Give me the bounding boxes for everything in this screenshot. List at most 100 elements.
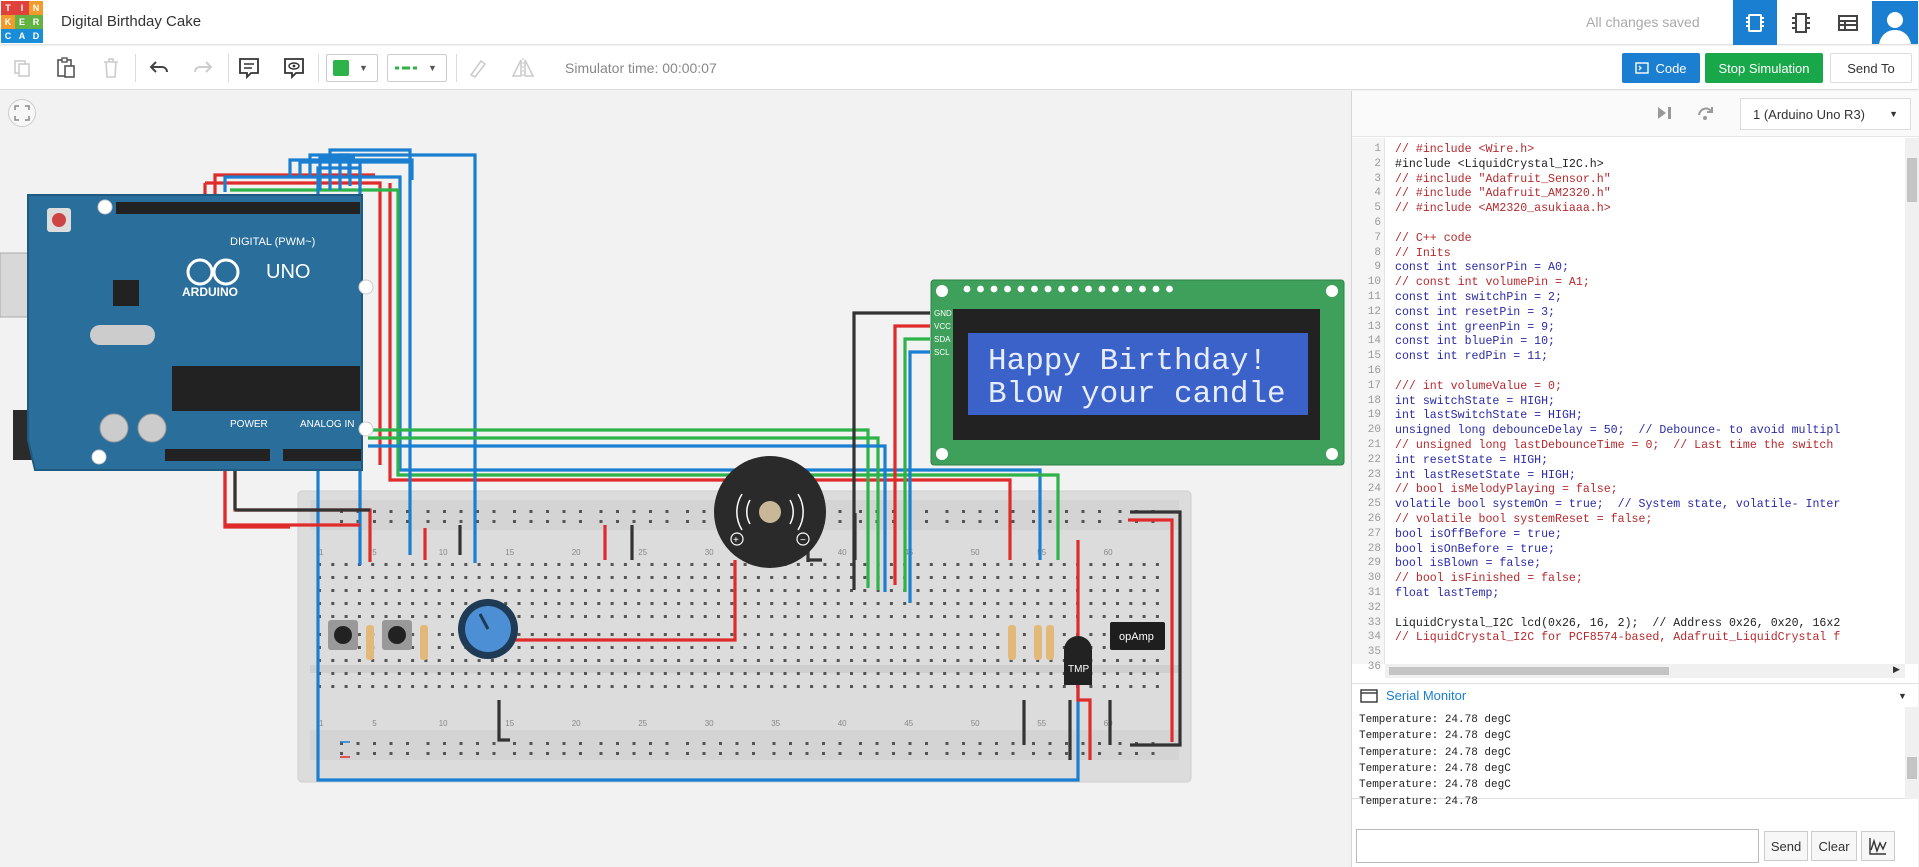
wires[interactable] bbox=[203, 148, 1182, 782]
device-select[interactable]: 1 (Arduino Uno R3) ▼ bbox=[1740, 98, 1911, 130]
piezo-buzzer[interactable]: + − bbox=[714, 456, 826, 568]
user-avatar[interactable] bbox=[1872, 1, 1918, 44]
save-status: All changes saved bbox=[1586, 14, 1700, 30]
svg-text:5: 5 bbox=[372, 548, 377, 557]
svg-text:20: 20 bbox=[572, 548, 581, 557]
line-number: 32 bbox=[1367, 601, 1381, 614]
push-button-1[interactable] bbox=[328, 620, 358, 650]
rotate-icon bbox=[469, 59, 487, 79]
line-number: 12 bbox=[1367, 305, 1381, 318]
step-over-icon bbox=[1698, 107, 1713, 120]
resistors[interactable] bbox=[366, 625, 1054, 660]
op-amp[interactable]: opAmp bbox=[1110, 622, 1165, 650]
serial-line: Temperature: 24.78 degC bbox=[1359, 730, 1511, 743]
serial-graph-button[interactable] bbox=[1861, 831, 1895, 861]
delete-button[interactable] bbox=[98, 55, 124, 81]
serial-line: Temperature: 24.78 bbox=[1359, 795, 1478, 808]
graph-icon bbox=[1869, 838, 1887, 855]
undo-button[interactable] bbox=[146, 55, 172, 81]
code-editor[interactable]: 1// #include <Wire.h>2#include <LiquidCr… bbox=[1352, 138, 1905, 673]
delete-icon bbox=[104, 58, 118, 78]
visibility-button[interactable] bbox=[281, 55, 307, 81]
code-text: bool isOffBefore = true; bbox=[1395, 527, 1562, 541]
temperature-sensor[interactable]: TMP bbox=[1064, 636, 1092, 685]
code-text: bool isOnBefore = true; bbox=[1395, 542, 1556, 556]
serial-send-button[interactable]: Send bbox=[1764, 831, 1808, 861]
serial-line: Temperature: 24.78 degC bbox=[1359, 779, 1511, 792]
svg-text:15: 15 bbox=[505, 719, 514, 728]
line-number: 24 bbox=[1367, 483, 1381, 496]
code-text: // volatile bool systemReset = false; bbox=[1395, 513, 1653, 526]
serial-scrollbar[interactable] bbox=[1905, 707, 1919, 799]
svg-text:50: 50 bbox=[971, 548, 980, 557]
line-number: 33 bbox=[1367, 616, 1381, 629]
line-number: 35 bbox=[1367, 646, 1381, 659]
code-horizontal-scrollbar[interactable]: ▶ bbox=[1385, 664, 1905, 678]
code-text: // unsigned long lastDebounceTime = 0; /… bbox=[1395, 439, 1834, 452]
logo-letter: A bbox=[15, 29, 29, 43]
code-button-label: Code bbox=[1655, 60, 1687, 76]
serial-line: Temperature: 24.78 degC bbox=[1359, 762, 1511, 775]
code-vertical-scrollbar[interactable] bbox=[1905, 138, 1919, 664]
step-button[interactable] bbox=[1654, 104, 1674, 127]
component-list-icon bbox=[1792, 12, 1810, 33]
tmp-label: TMP bbox=[1068, 664, 1089, 675]
serial-clear-button[interactable]: Clear bbox=[1811, 831, 1857, 861]
lcd-pin-label: VCC bbox=[934, 322, 951, 331]
rotate-button[interactable] bbox=[465, 55, 491, 81]
svg-text:20: 20 bbox=[572, 719, 581, 728]
line-number: 16 bbox=[1367, 365, 1381, 377]
wire-style-dropdown[interactable]: ▼ bbox=[387, 54, 447, 82]
serial-monitor-header[interactable]: Serial Monitor ▼ bbox=[1352, 683, 1919, 707]
chevron-down-icon[interactable]: ▼ bbox=[1898, 690, 1907, 701]
step-over-button[interactable] bbox=[1696, 104, 1716, 127]
component-list-button[interactable] bbox=[1779, 0, 1823, 45]
circuit-view-button[interactable] bbox=[1733, 0, 1777, 45]
code-text: const int greenPin = 9; bbox=[1395, 320, 1556, 334]
logo-letter: C bbox=[1, 29, 15, 43]
redo-button[interactable] bbox=[190, 55, 216, 81]
project-title[interactable]: Digital Birthday Cake bbox=[61, 13, 202, 30]
push-button-2[interactable] bbox=[382, 620, 412, 650]
line-number: 15 bbox=[1367, 350, 1381, 363]
send-to-button[interactable]: Send To bbox=[1830, 53, 1912, 83]
lcd-pin-label: SDA bbox=[934, 335, 951, 344]
stop-simulation-button[interactable]: Stop Simulation bbox=[1705, 53, 1823, 83]
code-text: // #include <AM2320_asukiaaa.h> bbox=[1395, 202, 1611, 216]
line-number: 20 bbox=[1367, 424, 1381, 437]
serial-input[interactable] bbox=[1356, 829, 1759, 863]
note-button[interactable] bbox=[236, 55, 262, 81]
paste-button[interactable] bbox=[53, 55, 79, 81]
arduino-uno[interactable]: DIGITAL (PWM~) ARDUINO UNO POWER ANALOG … bbox=[0, 194, 374, 471]
undo-icon bbox=[149, 61, 168, 73]
lcd-pin-label: SCL bbox=[934, 348, 950, 357]
code-line: 16 bbox=[1352, 364, 1905, 379]
line-number: 27 bbox=[1367, 527, 1381, 540]
table-view-button[interactable] bbox=[1826, 0, 1870, 45]
potentiometer[interactable] bbox=[458, 599, 518, 659]
table-view-icon bbox=[1838, 14, 1858, 31]
code-line: 8// Inits bbox=[1352, 246, 1905, 261]
code-button[interactable]: Code bbox=[1622, 53, 1700, 83]
line-number: 22 bbox=[1367, 453, 1381, 466]
logo-letter: K bbox=[1, 15, 15, 29]
code-panel-header: 1 (Arduino Uno R3) ▼ bbox=[1352, 91, 1919, 137]
code-line: 30// bool isFinished = false; bbox=[1352, 571, 1905, 586]
code-text: LiquidCrystal_I2C lcd(0x26, 16, 2); // A… bbox=[1395, 616, 1841, 630]
code-line: 27 bool isOffBefore = true; bbox=[1352, 527, 1905, 542]
line-number: 17 bbox=[1367, 379, 1381, 392]
logo-letter: I bbox=[15, 1, 29, 15]
copy-button[interactable] bbox=[9, 55, 35, 81]
wire-color-dropdown[interactable]: ▼ bbox=[326, 54, 378, 82]
serial-line: Temperature: 24.78 degC bbox=[1359, 714, 1511, 726]
fit-view-button[interactable] bbox=[8, 99, 36, 127]
chevron-down-icon: ▼ bbox=[359, 63, 368, 73]
lcd-display[interactable]: Happy Birthday! Blow your candle GNDVCCS… bbox=[930, 279, 1345, 466]
line-number: 7 bbox=[1374, 231, 1381, 244]
mirror-button[interactable] bbox=[510, 55, 536, 81]
